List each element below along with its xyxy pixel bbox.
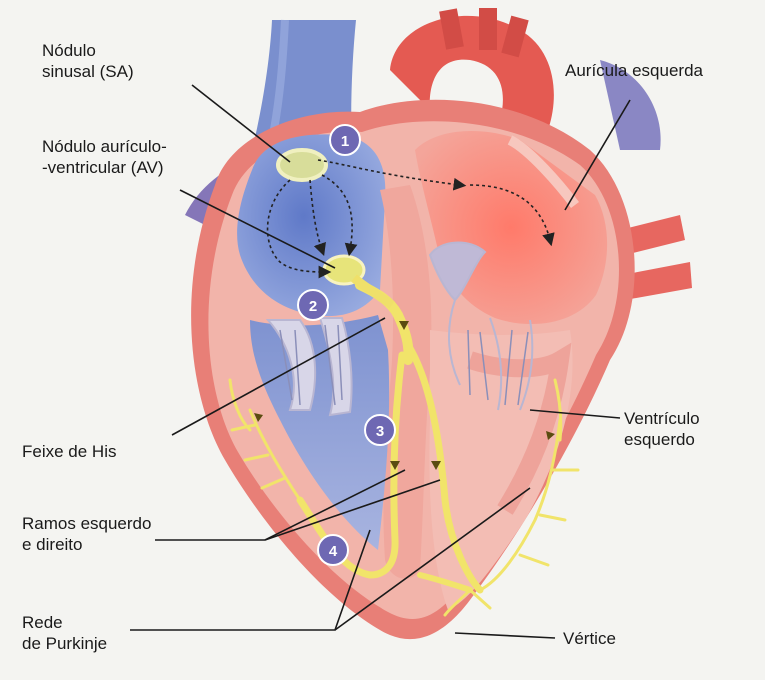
svg-text:2: 2 <box>309 298 317 315</box>
svg-text:3: 3 <box>376 423 384 440</box>
label-purkinje: Rede de Purkinje <box>22 612 107 654</box>
label-left-ventricle: Ventrículo esquerdo <box>624 408 700 450</box>
step-badge-3: 3 <box>365 415 395 445</box>
label-sa-node: Nódulo sinusal (SA) <box>42 40 134 82</box>
label-left-atrium: Aurícula esquerda <box>565 60 703 81</box>
label-av-node: Nódulo aurículo- -ventricular (AV) <box>42 136 167 178</box>
label-bundle-of-his: Feixe de His <box>22 441 116 462</box>
label-apex: Vértice <box>563 628 616 649</box>
label-bundle-branches: Ramos esquerdo e direito <box>22 513 151 555</box>
step-badge-1: 1 <box>330 125 360 155</box>
step-badge-4: 4 <box>318 535 348 565</box>
sa-node <box>278 150 326 180</box>
step-badge-2: 2 <box>298 290 328 320</box>
svg-text:4: 4 <box>329 543 338 560</box>
leader-apex <box>455 633 555 638</box>
svg-text:1: 1 <box>341 133 349 150</box>
